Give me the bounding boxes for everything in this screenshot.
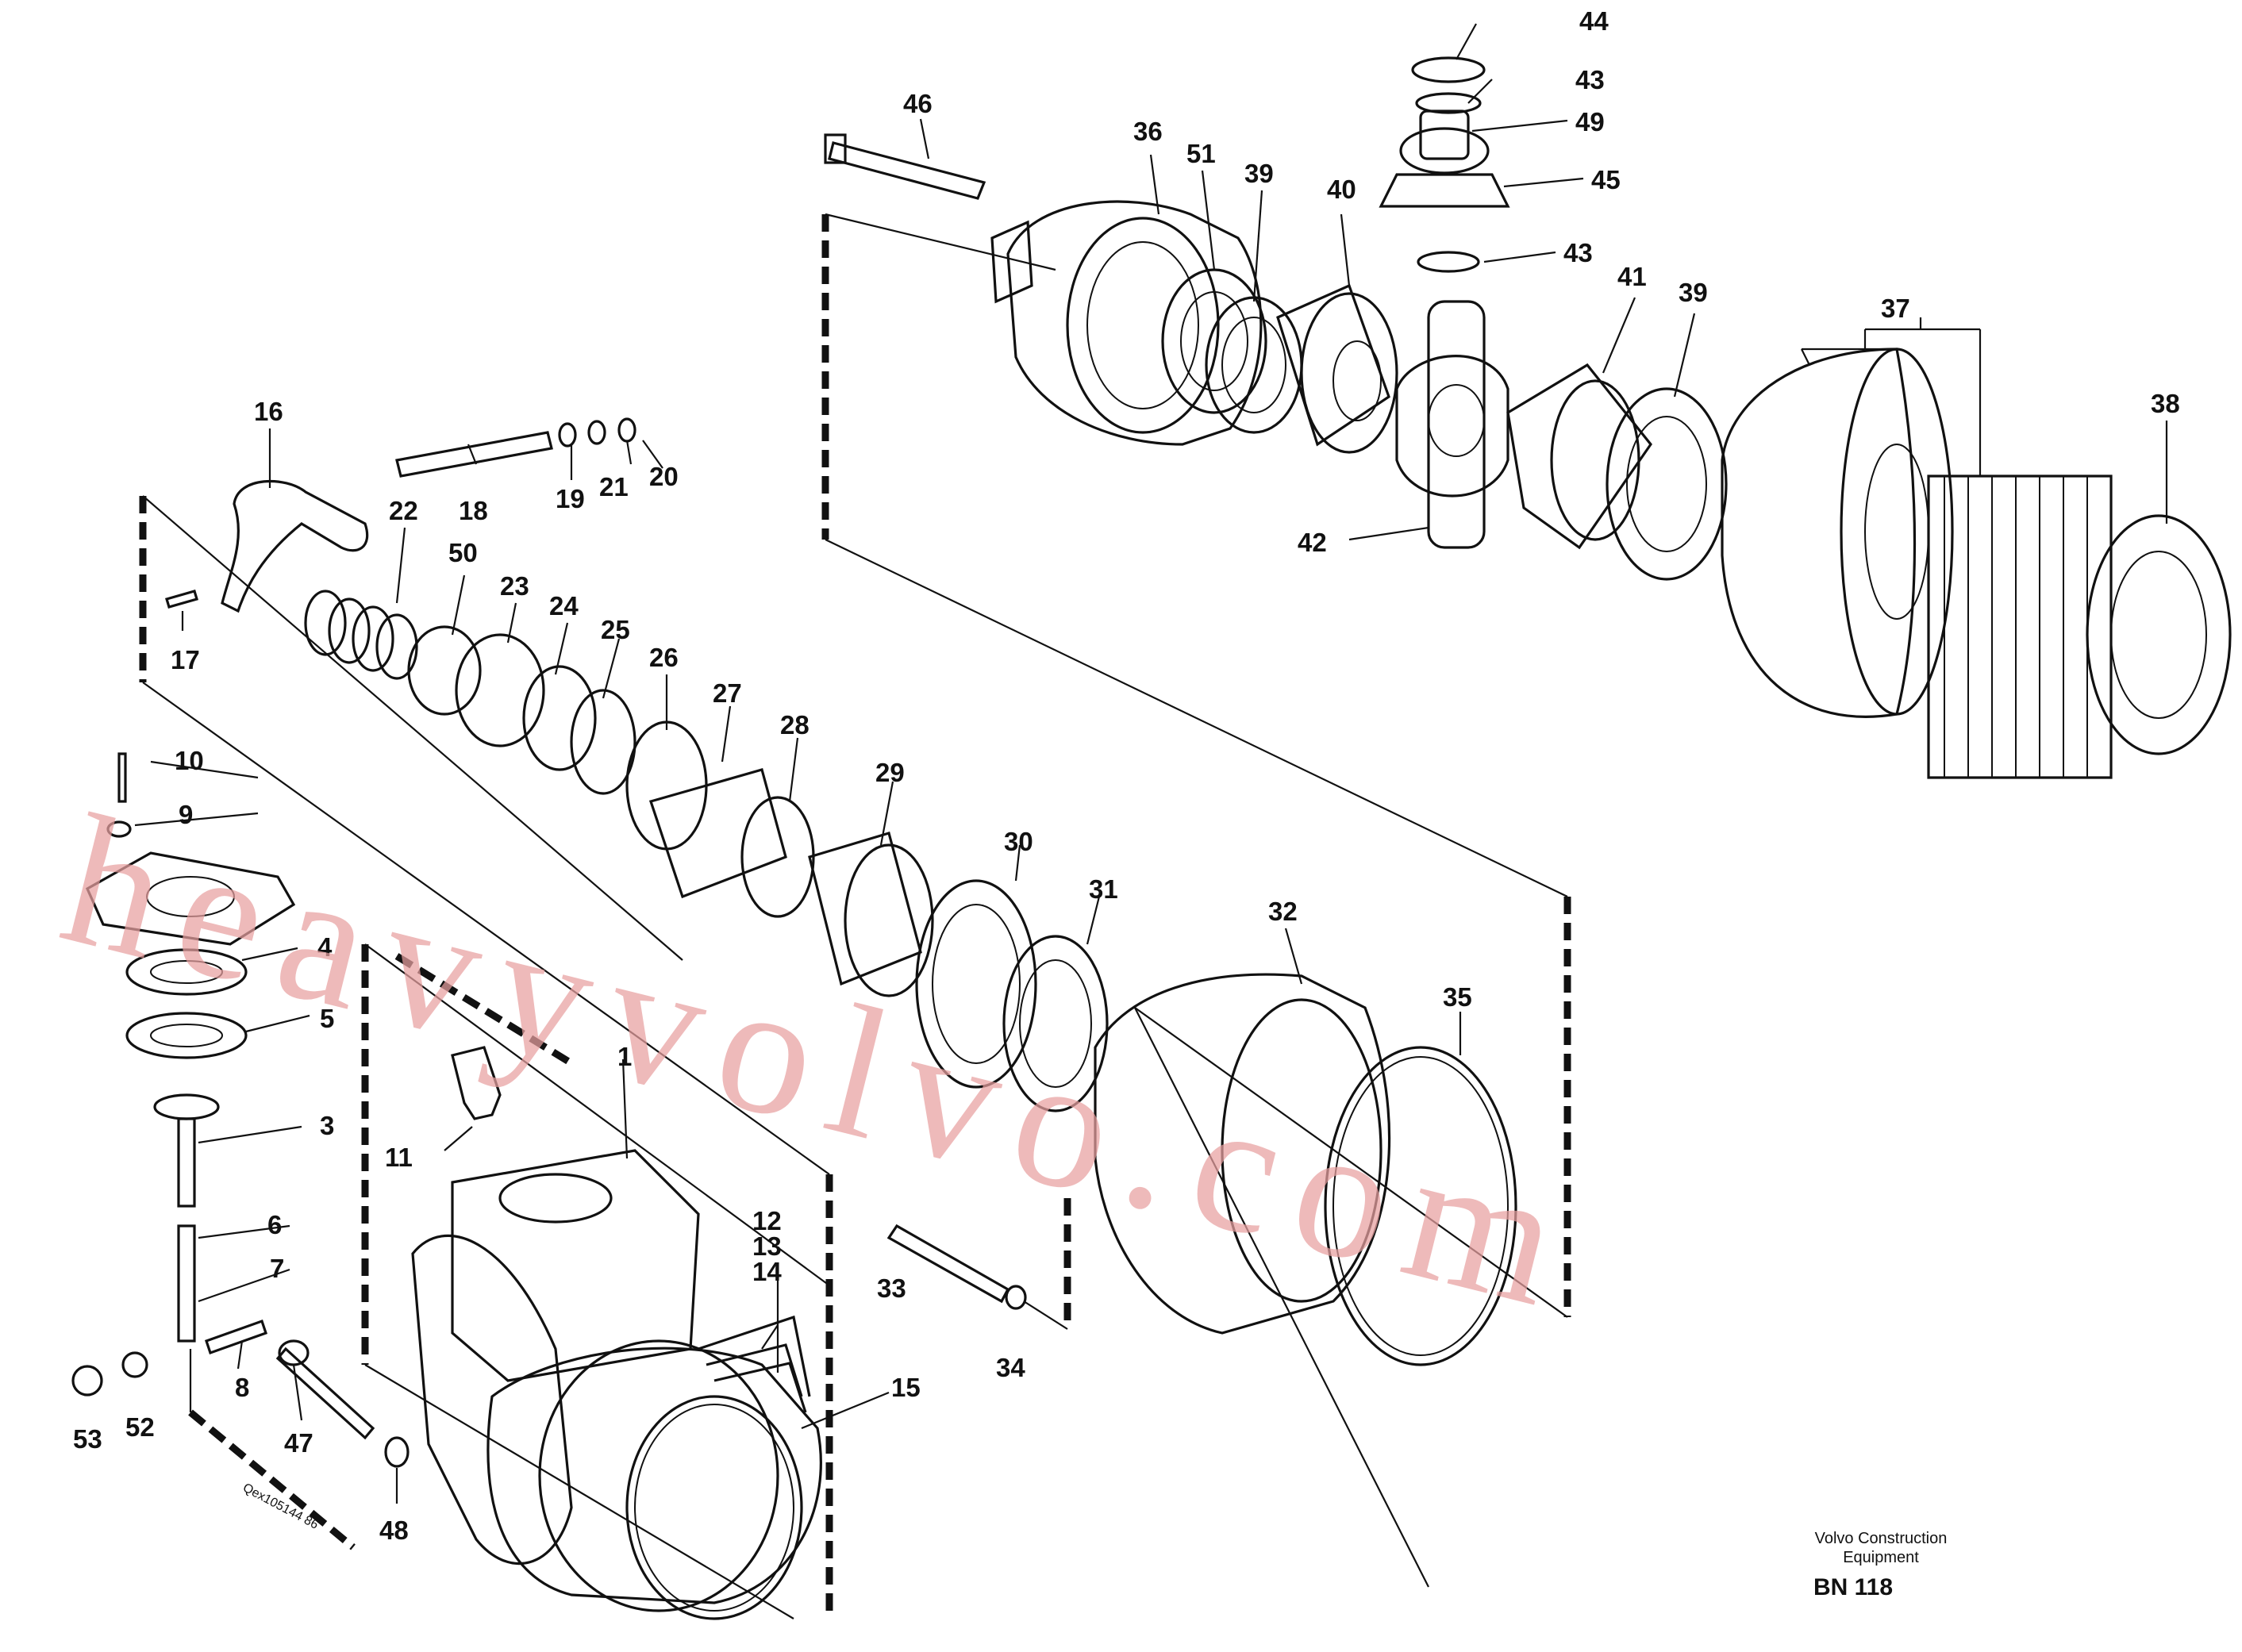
crown-gear: [1927, 474, 2113, 779]
dashed-frames: [139, 214, 1571, 1619]
callout-16: 16: [254, 397, 283, 426]
cover-32: [1094, 973, 1391, 1335]
bevel-gear-41: [1506, 363, 1652, 550]
callout-43-top: 43: [1575, 65, 1605, 94]
callout-49: 49: [1575, 107, 1605, 136]
needle-bearing-49: [1419, 109, 1470, 160]
spring-22: [304, 590, 418, 680]
callout-7: 7: [270, 1254, 284, 1283]
callout-46: 46: [903, 89, 933, 118]
callout-18: 18: [459, 496, 488, 525]
callout-10: 10: [175, 746, 204, 775]
callout-22: 22: [389, 496, 418, 525]
callout-40: 40: [1327, 175, 1356, 204]
callout-42: 42: [1298, 528, 1327, 557]
callout-14: 14: [752, 1257, 782, 1286]
bearing-51: [1161, 268, 1267, 414]
callout-31: 31: [1089, 874, 1118, 904]
bolt-33-washer-34: [886, 1224, 1027, 1310]
callout-34: 34: [996, 1353, 1025, 1382]
callout-52: 52: [125, 1412, 155, 1442]
washers-19-21-20: [558, 417, 636, 448]
callout-4: 4: [317, 932, 333, 962]
callout-20: 20: [649, 462, 679, 491]
footer-block: Volvo Construction Equipment BN 118: [1813, 1530, 1947, 1600]
o-ring-15: [625, 1395, 803, 1620]
callout-9: 9: [179, 800, 193, 829]
callout-26: 26: [649, 643, 679, 672]
callout-44: 44: [1579, 6, 1609, 36]
callout-1: 1: [617, 1042, 632, 1071]
callout-5: 5: [320, 1004, 334, 1033]
sensor-11: [451, 1046, 502, 1120]
callout-29: 29: [875, 758, 905, 787]
callout-53: 53: [73, 1424, 102, 1454]
footer-code: BN 118: [1813, 1574, 1893, 1600]
callout-41: 41: [1617, 262, 1647, 291]
bearing-38: [2086, 514, 2232, 755]
callout-25: 25: [601, 615, 630, 644]
callout-6: 6: [267, 1210, 282, 1239]
callout-32: 32: [1268, 897, 1298, 926]
callout-48: 48: [379, 1516, 409, 1545]
bolt-46: [824, 133, 986, 200]
pin-18: [395, 431, 553, 478]
callout-labels: 44 43 49 45 43 46 36 51 39 40 41 39 37 3…: [73, 6, 2180, 1545]
diff-case-37: [1721, 348, 1954, 718]
callout-11: 11: [385, 1143, 413, 1172]
plate-9-10: [85, 752, 296, 946]
callout-30: 30: [1004, 827, 1033, 856]
callout-23: 23: [500, 571, 529, 601]
callout-37: 37: [1881, 294, 1910, 323]
bevel-gear-40: [1276, 283, 1398, 454]
callout-36: 36: [1133, 117, 1163, 146]
sleeves-50-23-24-25: [407, 625, 636, 795]
callout-27: 27: [713, 678, 742, 708]
stem-3-6-7: [153, 1093, 220, 1343]
callout-47: 47: [284, 1428, 313, 1458]
callout-28: 28: [780, 710, 810, 740]
seals-4-5: [125, 948, 248, 1059]
clutch-26-27-28: [625, 720, 815, 918]
callout-38: 38: [2151, 389, 2180, 418]
footer-company-line2: Equipment: [1843, 1549, 1919, 1566]
callout-21: 21: [599, 472, 629, 501]
washers-43-44: [1411, 56, 1486, 273]
bearing-39-right: [1606, 387, 1728, 581]
bearing-39-left: [1205, 296, 1303, 434]
shims-12-13-14: [706, 1343, 807, 1413]
callout-50: 50: [448, 538, 478, 567]
callout-39-right: 39: [1679, 278, 1708, 307]
axis-lines: [142, 213, 1568, 1619]
callout-12: 12: [752, 1206, 782, 1235]
callout-39-left: 39: [1244, 159, 1274, 188]
callout-3: 3: [320, 1111, 334, 1140]
pinion-gear-45: [1379, 127, 1510, 208]
callout-51: 51: [1186, 139, 1216, 168]
differential-housing-36: [990, 200, 1263, 446]
housing-1: [411, 1149, 822, 1612]
ring-30: [915, 879, 1037, 1089]
small-pin-17: [165, 590, 198, 609]
callout-45: 45: [1591, 165, 1621, 194]
callout-8: 8: [235, 1373, 249, 1402]
callout-19: 19: [556, 484, 585, 513]
callout-35: 35: [1443, 982, 1472, 1012]
fasteners-8-52-53: [71, 1319, 268, 1397]
shift-fork-16: [221, 479, 369, 613]
o-ring-35: [1324, 1046, 1517, 1366]
footer-company-line1: Volvo Construction: [1815, 1530, 1948, 1547]
callout-17: 17: [171, 645, 200, 674]
callout-33: 33: [877, 1274, 906, 1303]
callout-13: 13: [752, 1231, 782, 1261]
callout-15: 15: [891, 1373, 921, 1402]
callout-43-bottom: 43: [1563, 238, 1593, 267]
callout-24: 24: [549, 591, 579, 620]
spider-shaft-42: [1395, 300, 1509, 549]
callout-leaders: [134, 23, 2168, 1504]
bearing-31: [1002, 935, 1109, 1112]
